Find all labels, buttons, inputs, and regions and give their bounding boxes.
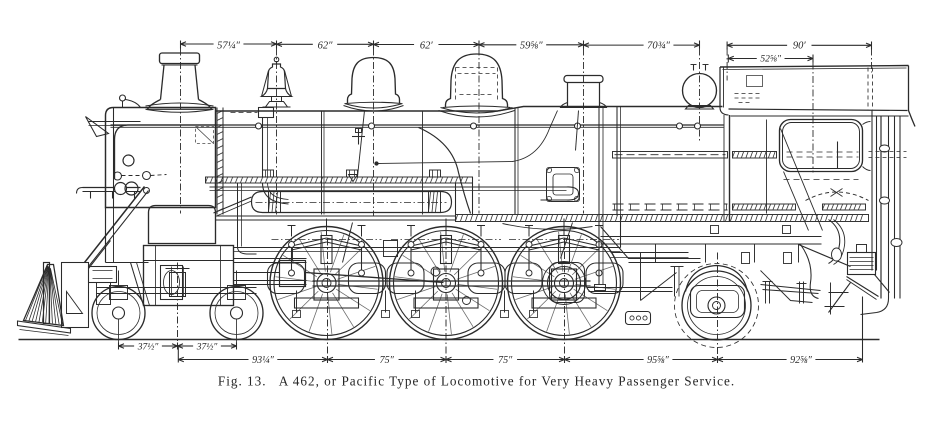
svg-text:37½″: 37½″	[196, 341, 219, 352]
svg-text:75″: 75″	[498, 355, 513, 366]
svg-text:95⅝″: 95⅝″	[647, 355, 670, 366]
svg-text:92⅝″: 92⅝″	[790, 355, 813, 366]
svg-text:57¼″: 57¼″	[217, 40, 240, 51]
svg-text:70¾″: 70¾″	[647, 40, 670, 51]
svg-text:90′: 90′	[793, 40, 807, 51]
svg-text:59⅝″: 59⅝″	[520, 40, 543, 51]
svg-text:93¼″: 93¼″	[252, 355, 275, 366]
svg-text:62′: 62′	[420, 40, 434, 51]
svg-text:52⅝″: 52⅝″	[760, 54, 782, 64]
svg-text:62″: 62″	[318, 40, 334, 51]
svg-text:75″: 75″	[380, 355, 395, 366]
svg-text:37½″: 37½″	[137, 341, 160, 352]
svg-text:Fig. 13. A 462, or Pacific T: Fig. 13. A 462, or Pacific Type of Locom…	[218, 374, 735, 389]
